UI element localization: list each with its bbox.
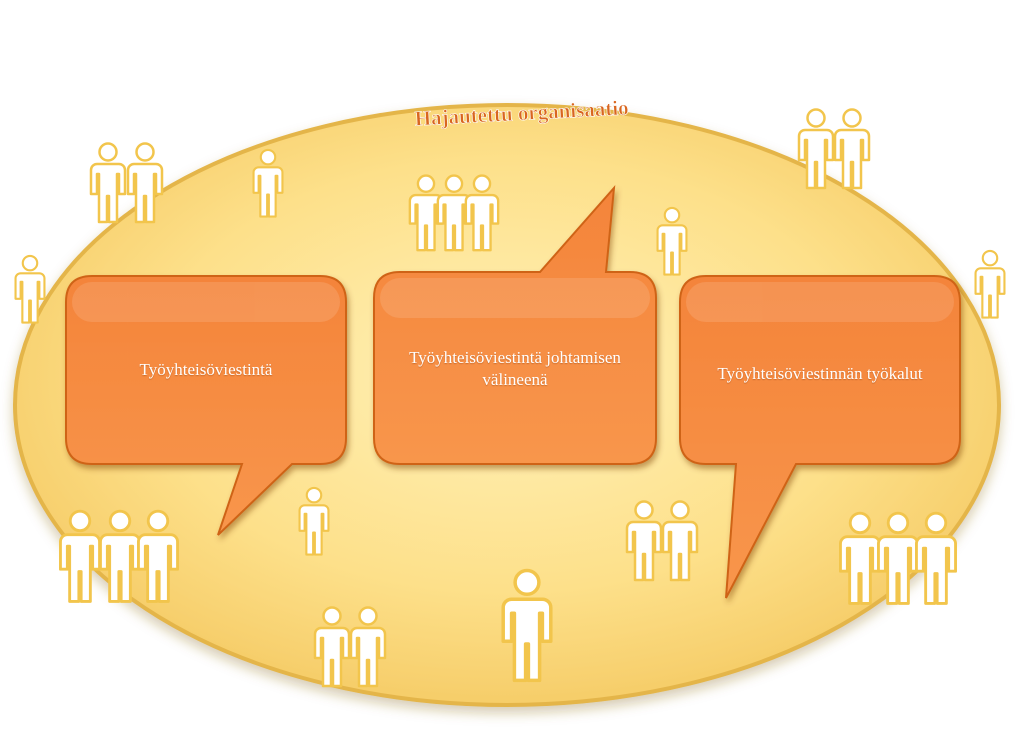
bubble-2-text: Työyhteisöviestintä johtamisen välineenä: [409, 348, 621, 389]
person-pair-icon: [797, 108, 871, 190]
bubble-1-text: Työyhteisöviestintä: [139, 360, 273, 379]
person-group-icon: [59, 509, 179, 603]
bubble-3-text: Työyhteisöviestinnän työkalut: [717, 364, 923, 383]
speech-bubble-1: [65, 275, 347, 536]
person-group-icon: [839, 511, 957, 605]
person-icon: [974, 249, 1006, 319]
person-group-icon: [408, 174, 500, 252]
speech-bubble-3: [679, 275, 961, 599]
person-pair-icon: [89, 142, 164, 224]
speech-bubble-2: [373, 185, 657, 465]
